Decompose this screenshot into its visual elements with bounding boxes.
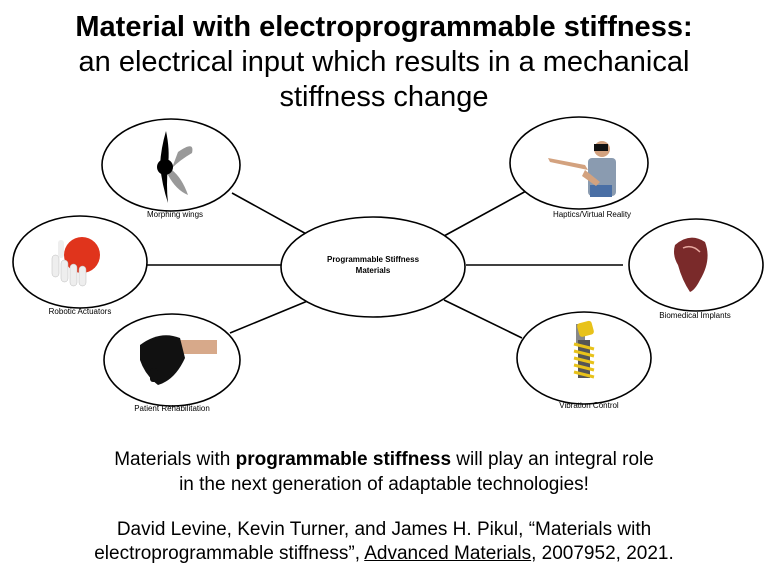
citation-rest: , 2007952, 2021. bbox=[531, 543, 674, 564]
propeller-icon bbox=[157, 131, 193, 203]
title-line-1: Material with electroprogrammable stiffn… bbox=[75, 11, 693, 43]
label-patient-rehabilitation: Patient Rehabilitation bbox=[134, 404, 210, 413]
center-label-line-2: Materials bbox=[355, 266, 391, 275]
citation: David Levine, Kevin Turner, and James H.… bbox=[0, 518, 768, 566]
citation-journal: Advanced Materials bbox=[364, 543, 532, 564]
label-morphing-wings: Morphing wings bbox=[146, 210, 204, 219]
slide-title: Material with electroprogrammable stiffn… bbox=[0, 10, 768, 115]
heart-icon bbox=[674, 237, 708, 292]
node-haptics bbox=[509, 116, 649, 210]
tagline: Materials with programmable stiffness wi… bbox=[0, 447, 768, 497]
rehab-glove-icon bbox=[140, 335, 217, 385]
label-vibration-control: Vibration Control bbox=[559, 401, 619, 410]
label-biomedical-implants: Biomedical Implants bbox=[659, 311, 731, 320]
tagline-post: will play an integral role in the next g… bbox=[179, 449, 654, 495]
center-node-label: Programmable Stiffness Materials bbox=[303, 254, 443, 276]
citation-authors: David Levine, Kevin Turner, and James H.… bbox=[94, 519, 652, 564]
connector-patient bbox=[229, 299, 311, 334]
robotic-hand-icon bbox=[51, 237, 100, 287]
shock-absorber-icon bbox=[573, 320, 595, 379]
label-haptics: Haptics/Virtual Reality bbox=[552, 210, 632, 219]
connector-wings bbox=[231, 192, 311, 237]
connector-vibration bbox=[443, 299, 523, 339]
center-label-line-1: Programmable Stiffness bbox=[326, 255, 420, 264]
vr-person-icon bbox=[548, 141, 616, 197]
tagline-pre: Materials with bbox=[114, 449, 236, 470]
connector-haptics bbox=[443, 189, 529, 237]
label-robotic-actuators: Robotic Actuators bbox=[48, 307, 112, 316]
center-node bbox=[280, 216, 466, 318]
title-line-2: an electrical input which results in a m… bbox=[78, 46, 690, 113]
tagline-bold: programmable stiffness bbox=[235, 449, 452, 470]
